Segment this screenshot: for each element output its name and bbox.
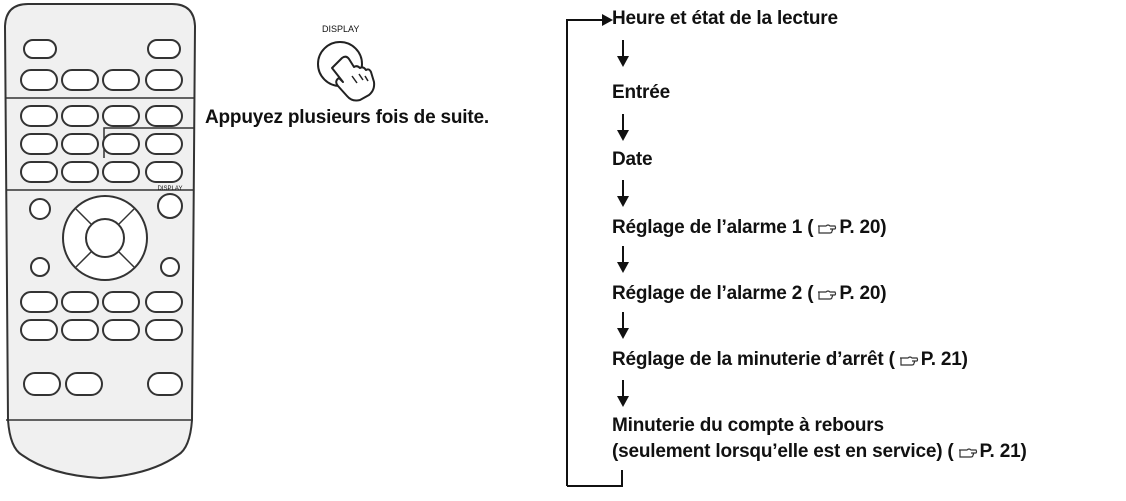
remote-button[interactable] bbox=[102, 319, 140, 341]
remote-button[interactable] bbox=[20, 69, 58, 91]
display-button-label: DISPLAY bbox=[322, 24, 359, 34]
remote-button[interactable] bbox=[20, 133, 58, 155]
step-compte-rebours: Minuterie du compte à rebours bbox=[612, 415, 884, 437]
remote-button[interactable] bbox=[20, 161, 58, 183]
remote-button[interactable] bbox=[61, 291, 99, 313]
remote-button[interactable] bbox=[20, 291, 58, 313]
remote-button[interactable] bbox=[65, 372, 103, 396]
remote-button[interactable] bbox=[23, 39, 57, 59]
remote-button[interactable] bbox=[102, 291, 140, 313]
step-text: Minuterie du compte à rebours bbox=[612, 415, 884, 436]
remote-button[interactable] bbox=[145, 291, 183, 313]
hand-pointing-icon bbox=[817, 219, 837, 241]
down-arrow-icon bbox=[617, 380, 629, 407]
remote-button[interactable] bbox=[23, 372, 61, 396]
instruction-text: Appuyez plusieurs fois de suite. bbox=[205, 107, 489, 128]
remote-button[interactable] bbox=[61, 319, 99, 341]
remote-button[interactable] bbox=[145, 133, 183, 155]
step-text: (seulement lorsqu’elle est en service) ( bbox=[612, 441, 954, 462]
step-heure: Heure et état de la lecture bbox=[612, 8, 838, 30]
step-entree: Entrée bbox=[612, 82, 670, 104]
step-text: Heure et état de la lecture bbox=[612, 8, 838, 29]
remote-display-button[interactable] bbox=[157, 193, 183, 219]
remote-display-label: DISPLAY bbox=[158, 186, 183, 192]
remote-button[interactable] bbox=[61, 161, 99, 183]
step-date: Date bbox=[612, 149, 653, 171]
remote-button[interactable] bbox=[147, 372, 183, 396]
step-alarme-2: Réglage de l’alarme 2 ( P. 20) bbox=[612, 283, 887, 307]
remote-button[interactable] bbox=[145, 161, 183, 183]
display-button[interactable]: DISPLAY bbox=[296, 22, 396, 104]
remote-button[interactable] bbox=[145, 319, 183, 341]
step-text: Entrée bbox=[612, 82, 670, 103]
remote-button[interactable] bbox=[61, 133, 99, 155]
hand-pointing-icon bbox=[899, 351, 919, 373]
step-text: Réglage de l’alarme 2 ( bbox=[612, 283, 814, 304]
remote-button[interactable] bbox=[29, 198, 51, 220]
remote-button[interactable] bbox=[147, 39, 181, 59]
step-alarme-1: Réglage de l’alarme 1 ( P. 20) bbox=[612, 217, 887, 241]
step-text: Réglage de l’alarme 1 ( bbox=[612, 217, 814, 238]
step-text: Date bbox=[612, 149, 653, 170]
hand-pointing-icon bbox=[958, 443, 978, 465]
page-ref: P. 21) bbox=[920, 349, 968, 370]
remote-button[interactable] bbox=[20, 105, 58, 127]
down-arrow-icon bbox=[617, 114, 629, 141]
remote-button[interactable] bbox=[102, 69, 140, 91]
step-compte-rebours-note: (seulement lorsqu’elle est en service) (… bbox=[612, 441, 1027, 465]
down-arrow-icon bbox=[617, 246, 629, 273]
remote-control: DISPLAY bbox=[3, 3, 197, 480]
remote-button[interactable] bbox=[102, 133, 140, 155]
remote-button[interactable] bbox=[145, 69, 183, 91]
hand-pointing-icon bbox=[817, 285, 837, 307]
page-ref: P. 21) bbox=[979, 441, 1027, 462]
down-arrow-icon bbox=[617, 180, 629, 207]
remote-button[interactable] bbox=[160, 257, 180, 277]
step-minuterie-arret: Réglage de la minuterie d’arrêt ( P. 21) bbox=[612, 349, 968, 373]
remote-button[interactable] bbox=[145, 105, 183, 127]
remote-button[interactable] bbox=[30, 257, 50, 277]
page-ref: P. 20) bbox=[839, 217, 887, 238]
step-text: Réglage de la minuterie d’arrêt ( bbox=[612, 349, 895, 370]
remote-dpad-center[interactable] bbox=[85, 218, 125, 258]
page-ref: P. 20) bbox=[839, 283, 887, 304]
down-arrow-icon bbox=[617, 312, 629, 339]
remote-button[interactable] bbox=[102, 161, 140, 183]
remote-button[interactable] bbox=[20, 319, 58, 341]
finger-press-icon bbox=[317, 41, 376, 102]
remote-button[interactable] bbox=[102, 105, 140, 127]
remote-button[interactable] bbox=[61, 69, 99, 91]
down-arrow-icon bbox=[617, 40, 629, 67]
remote-button[interactable] bbox=[61, 105, 99, 127]
